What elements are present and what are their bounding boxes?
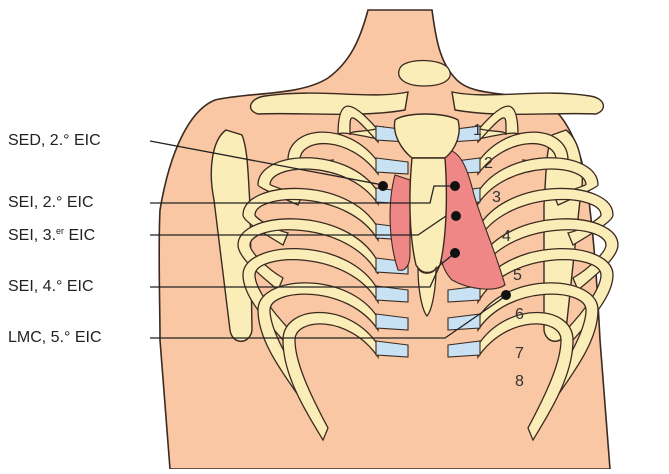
- point-lmc-5: [501, 290, 511, 300]
- label-sed-2: SED, 2.° EIC: [8, 133, 101, 149]
- rib-number-6: 6: [515, 307, 524, 323]
- rib-number-1: 1: [473, 123, 482, 139]
- rib-number-7: 7: [515, 346, 524, 362]
- rib-number-2: 2: [484, 156, 493, 172]
- label-sei-2: SEI, 2.° EIC: [8, 195, 94, 211]
- label-sei-4: SEI, 4.° EIC: [8, 279, 94, 295]
- rib-number-8: 8: [515, 374, 524, 390]
- left-clavicle: [452, 92, 603, 114]
- point-sei-3: [451, 211, 461, 221]
- point-sed-2: [378, 181, 388, 191]
- right-clavicle: [251, 92, 408, 114]
- cervical-vertebra: [399, 61, 450, 87]
- label-sei-3: SEI, 3.er EIC: [8, 227, 95, 244]
- rib-number-4: 4: [502, 229, 511, 245]
- rib-number-3: 3: [492, 190, 501, 206]
- sternum-body: [410, 158, 446, 273]
- point-sei-2: [450, 181, 460, 191]
- label-lmc-5: LMC, 5.° EIC: [8, 330, 102, 346]
- point-sei-4: [450, 248, 460, 258]
- rib-number-5: 5: [513, 268, 522, 284]
